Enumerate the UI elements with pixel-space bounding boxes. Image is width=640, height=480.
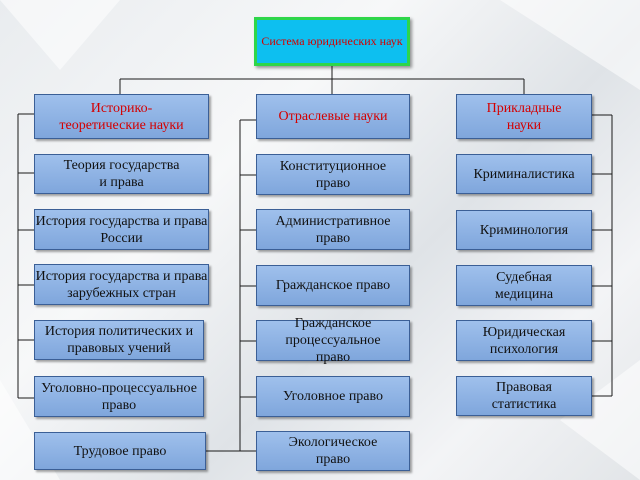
- category-label: Прикладные науки: [486, 100, 562, 133]
- node-labor-law: Трудовое право: [34, 432, 206, 470]
- node-history-political-legal-doctrines: История политических и правовых учений: [34, 320, 204, 360]
- node-label: Правовая статистика: [491, 380, 557, 412]
- node-label: Уголовно-процессуальное право: [41, 380, 197, 413]
- node-label: Криминология: [479, 222, 569, 238]
- node-label: История государства и права России: [35, 213, 208, 246]
- node-label: Юридическая психология: [482, 324, 566, 357]
- node-label: Конституционное право: [279, 158, 387, 191]
- node-label: Теория государства и права: [63, 158, 180, 190]
- node-forensic-medicine: Судебная медицина: [456, 265, 592, 306]
- node-criminal-law: Уголовное право: [256, 376, 410, 417]
- node-label: История политических и правовых учений: [44, 324, 194, 356]
- node-label: Криминалистика: [473, 166, 575, 182]
- node-history-state-law-russia: История государства и права России: [34, 209, 209, 250]
- node-criminal-procedure-law: Уголовно-процессуальное право: [34, 376, 204, 417]
- node-environmental-law: Экологическое право: [256, 431, 410, 471]
- node-label: Гражданское процессуальное право: [285, 316, 381, 365]
- diagram-title-text: Система юридических наук: [261, 34, 403, 48]
- node-legal-statistics: Правовая статистика: [456, 376, 592, 416]
- diagram-title: Система юридических наук: [254, 17, 410, 66]
- node-civil-procedure-law: Гражданское процессуальное право: [256, 316, 410, 365]
- node-legal-psychology: Юридическая психология: [456, 320, 592, 361]
- node-label: Трудовое право: [73, 443, 167, 459]
- node-criminology: Криминология: [456, 210, 592, 250]
- node-civil-law: Гражданское право: [256, 265, 410, 306]
- category-historical-theoretical: Историко-теоретические науки: [34, 94, 209, 139]
- node-label: Административное право: [275, 213, 391, 246]
- node-label: Экологическое право: [288, 435, 378, 467]
- category-label: Историко-теоретические науки: [59, 100, 184, 133]
- node-administrative-law: Административное право: [256, 209, 410, 250]
- node-criminalistics: Криминалистика: [456, 154, 592, 194]
- node-label: Уголовное право: [282, 389, 384, 404]
- category-branch-sciences: Отраслевые науки: [256, 94, 410, 139]
- node-constitutional-law: Конституционное право: [256, 154, 410, 195]
- node-label: Судебная медицина: [494, 269, 554, 302]
- category-label: Отраслевые науки: [278, 109, 388, 124]
- node-theory-state-law: Теория государства и права: [34, 154, 209, 194]
- node-history-state-law-foreign: История государства и права зарубежных с…: [34, 264, 209, 305]
- category-applied-sciences: Прикладные науки: [456, 94, 592, 139]
- node-label: Гражданское право: [275, 278, 391, 293]
- node-label: История государства и права зарубежных с…: [35, 268, 208, 301]
